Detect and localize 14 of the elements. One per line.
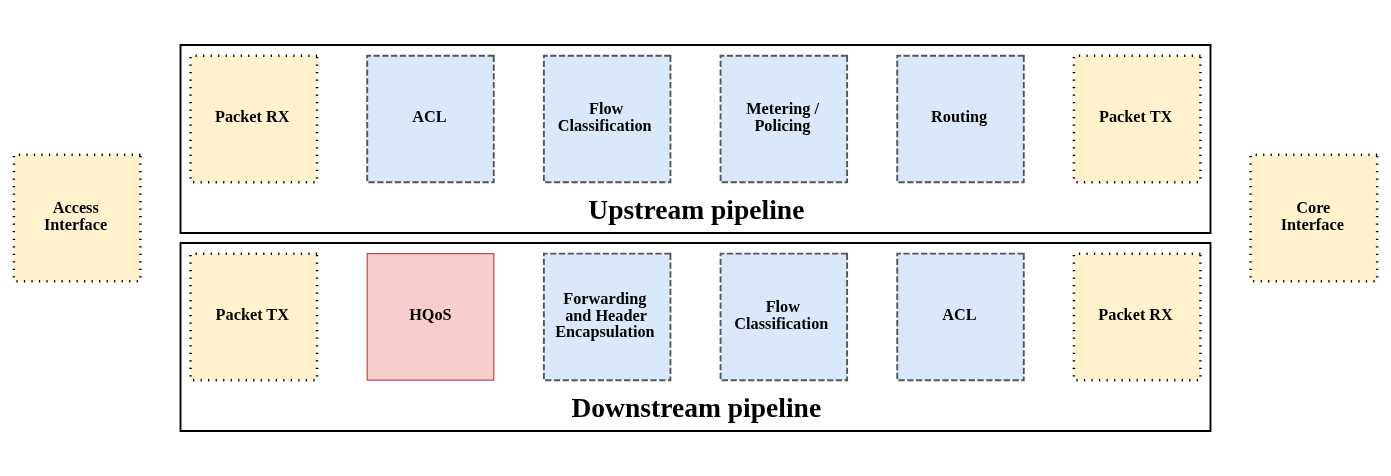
node-box: Packet TX	[1072, 54, 1202, 184]
node-box: Routing	[896, 54, 1025, 184]
node-box: ACL	[366, 54, 495, 184]
node-box: Core Interface	[1249, 153, 1379, 283]
node-box: Packet RX	[1072, 252, 1202, 382]
node-box: Access Interface	[12, 153, 142, 283]
node-box: Flow Classification	[719, 252, 849, 382]
node-box: ACL	[896, 252, 1025, 382]
node-box: Metering / Policing	[719, 54, 849, 184]
node-box: HQoS	[366, 253, 495, 381]
node-box: Forwarding and Header Encapsulation	[542, 252, 672, 382]
node-box: Flow Classification	[542, 54, 672, 184]
node-box: Packet TX	[189, 252, 319, 382]
node-box: Packet RX	[189, 54, 319, 184]
